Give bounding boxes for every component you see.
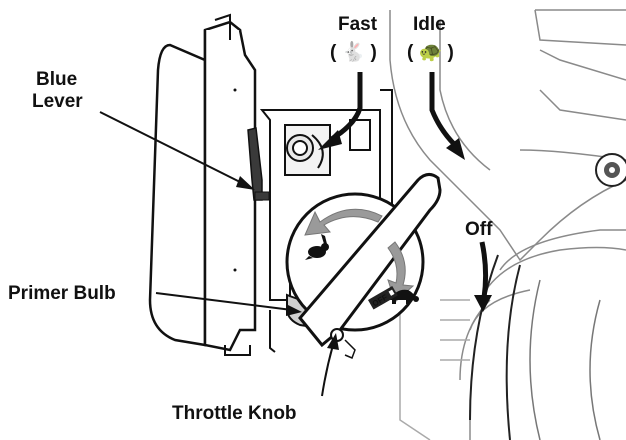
label-throttle-knob: Throttle Knob [172,403,297,424]
label-idle: Idle [413,14,446,35]
label-blue-lever-line2: Lever [32,91,83,112]
label-idle-symbol: ( 🐢 ) [407,42,454,63]
engine-body [390,10,626,440]
label-fast-symbol: ( 🐇 ) [330,40,377,63]
label-primer-bulb: Primer Bulb [8,283,116,304]
gear-icon [596,154,626,186]
label-fast: Fast [338,14,378,35]
label-off: Off [465,219,493,240]
label-blue-lever-line1: Blue [36,69,77,90]
